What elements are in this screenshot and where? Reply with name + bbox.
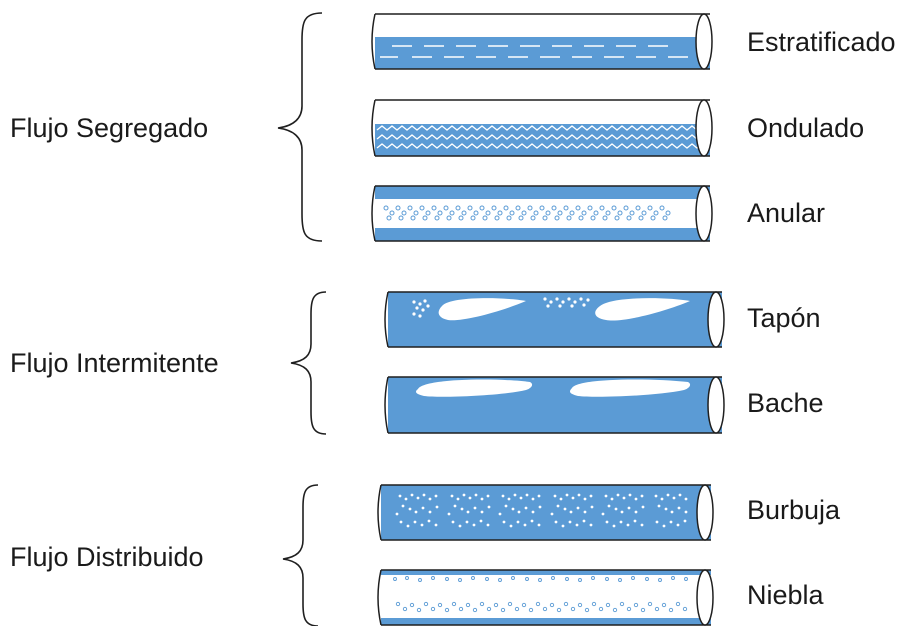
pattern-label-stratified: Estratificado [747,27,896,57]
mist-pipe-icon [377,569,714,626]
pattern-label-wavy: Ondulado [747,113,864,143]
pattern-label-mist: Niebla [747,580,825,610]
slug-pipe-icon [384,376,725,434]
brace-distributed [282,484,319,626]
group-label-distributed: Flujo Distribuido [10,542,204,572]
wavy-pipe-icon [371,99,713,157]
plug-pipe-icon [384,291,725,348]
brace-intermittent [290,291,327,435]
group-intermittent: Flujo Intermitente [10,291,327,435]
brace-segregated [277,12,323,242]
group-segregated: Flujo Segregado [10,12,323,242]
stratified-pipe-icon [371,13,713,70]
group-label-segregated: Flujo Segregado [10,113,208,143]
annular-pipe-icon [371,185,713,242]
group-distributed: Flujo Distribuido [10,484,319,626]
pattern-label-bubble: Burbuja [747,495,841,525]
pattern-label-slug: Bache [747,388,824,418]
bubble-pipe-icon [377,484,714,541]
group-label-intermittent: Flujo Intermitente [10,348,219,378]
pattern-label-annular: Anular [747,198,825,228]
pattern-label-plug: Tapón [747,303,821,333]
